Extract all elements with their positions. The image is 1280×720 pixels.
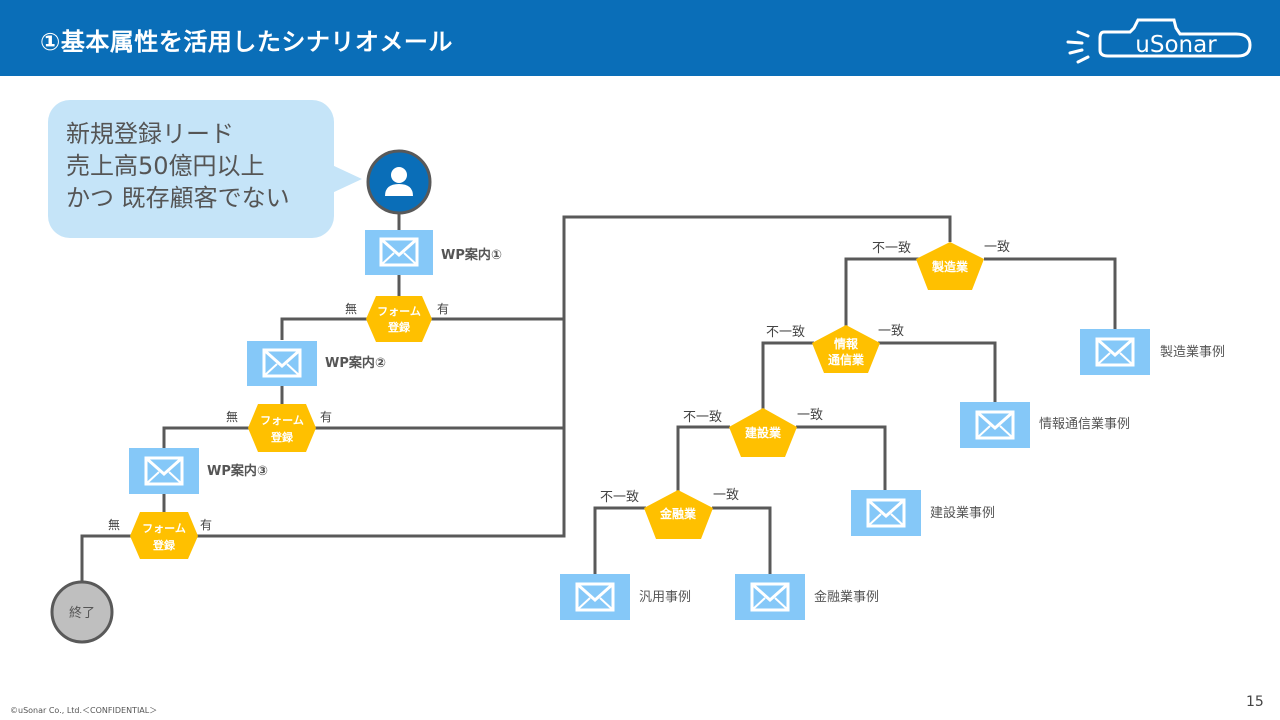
decision-label: 登録 [270, 430, 294, 444]
copyright-footer: ©uSonar Co., Ltd.＜CONFIDENTIAL＞ [10, 706, 158, 715]
decision-label: フォーム [377, 305, 421, 318]
mail-node-wp3[interactable]: WP案内③ [129, 448, 268, 494]
branch-yes-label: 有 [437, 302, 449, 316]
condition-text: 新規登録リード 売上高50億円以上 かつ 既存顧客でない [66, 118, 290, 214]
decision-label: 登録 [387, 320, 411, 334]
decision-label: 登録 [152, 538, 176, 552]
end-label: 終了 [69, 605, 95, 621]
mail-label: WP案内③ [207, 463, 268, 479]
decision-construction[interactable]: 建設業 不一致 一致 [683, 408, 823, 457]
branch-yes-label: 有 [320, 410, 332, 424]
end-node[interactable]: 終了 [50, 580, 114, 644]
branch-no-label: 無 [345, 301, 357, 316]
connector [984, 257, 1117, 329]
mail-label: 汎用事例 [639, 590, 691, 605]
branch-yes-label: 有 [200, 518, 212, 532]
mail-node-it[interactable]: 情報通信業事例 [960, 402, 1130, 448]
decision-label: 通信業 [828, 352, 865, 367]
mail-label: 金融業事例 [814, 589, 879, 605]
mail-node-wp2[interactable]: WP案内② [247, 341, 386, 386]
decision-label: 製造業 [931, 259, 969, 274]
connector-lines [80, 212, 1117, 584]
decision-form1[interactable]: フォーム 登録 無 有 [345, 296, 449, 342]
branch-mismatch-label: 不一致 [683, 410, 722, 425]
mail-node-wp1[interactable]: WP案内① [365, 230, 502, 275]
branch-mismatch-label: 不一致 [600, 490, 639, 505]
decision-form3[interactable]: フォーム 登録 無 有 [108, 512, 212, 559]
connector [280, 317, 368, 340]
connector [878, 341, 997, 402]
branch-match-label: 一致 [713, 488, 739, 503]
user-icon [385, 167, 413, 196]
decision-finance[interactable]: 金融業 不一致 一致 [600, 488, 739, 539]
logo-text: uSonar [1135, 32, 1217, 58]
branch-no-label: 無 [108, 517, 120, 532]
mail-node-construction[interactable]: 建設業事例 [851, 490, 995, 536]
connector [593, 506, 646, 574]
usonar-logo: uSonar [1066, 18, 1252, 64]
start-node[interactable] [366, 149, 432, 215]
condition-line: 売上高50億円以上 [66, 152, 265, 180]
decision-label: フォーム [142, 522, 186, 535]
branch-mismatch-label: 不一致 [766, 325, 805, 340]
slide-title: ①基本属性を活用したシナリオメール [40, 28, 453, 56]
mail-label: 建設業事例 [930, 505, 995, 521]
mail-node-finance[interactable]: 金融業事例 [735, 574, 879, 620]
branch-match-label: 一致 [984, 240, 1010, 255]
mail-label: 製造業事例 [1160, 344, 1225, 360]
decision-label: 情報 [834, 336, 859, 351]
mail-label: 情報通信業事例 [1039, 416, 1130, 432]
decision-manufacturing[interactable]: 製造業 不一致 一致 [872, 240, 1010, 290]
decision-form2[interactable]: フォーム 登録 無 有 [226, 404, 332, 452]
slide-header: ①基本属性を活用したシナリオメール uSonar [0, 0, 1280, 76]
decision-label: 建設業 [744, 425, 782, 440]
connector [676, 425, 730, 491]
mail-node-manufacturing[interactable]: 製造業事例 [1080, 329, 1225, 375]
mail-label: WP案内① [441, 247, 502, 263]
decision-label: フォーム [260, 414, 304, 427]
connector [196, 215, 952, 538]
mail-label: WP案内② [325, 355, 386, 371]
decision-label: 金融業 [659, 506, 697, 521]
branch-match-label: 一致 [878, 324, 904, 339]
connector [761, 341, 814, 409]
connector [844, 257, 922, 326]
connector [162, 426, 250, 448]
condition-line: かつ 既存顧客でない [66, 184, 290, 212]
branch-mismatch-label: 不一致 [872, 241, 911, 256]
connector [796, 425, 887, 490]
condition-bubble-tail [332, 165, 362, 193]
condition-bubble [48, 100, 334, 238]
condition-line: 新規登録リード [66, 120, 234, 148]
decision-it[interactable]: 情報 通信業 不一致 一致 [766, 324, 904, 373]
mail-node-general[interactable]: 汎用事例 [560, 574, 691, 620]
connector [80, 534, 132, 584]
page-number: 15 [1246, 694, 1264, 710]
branch-no-label: 無 [226, 409, 238, 424]
connector [712, 506, 772, 574]
branch-match-label: 一致 [797, 408, 823, 423]
